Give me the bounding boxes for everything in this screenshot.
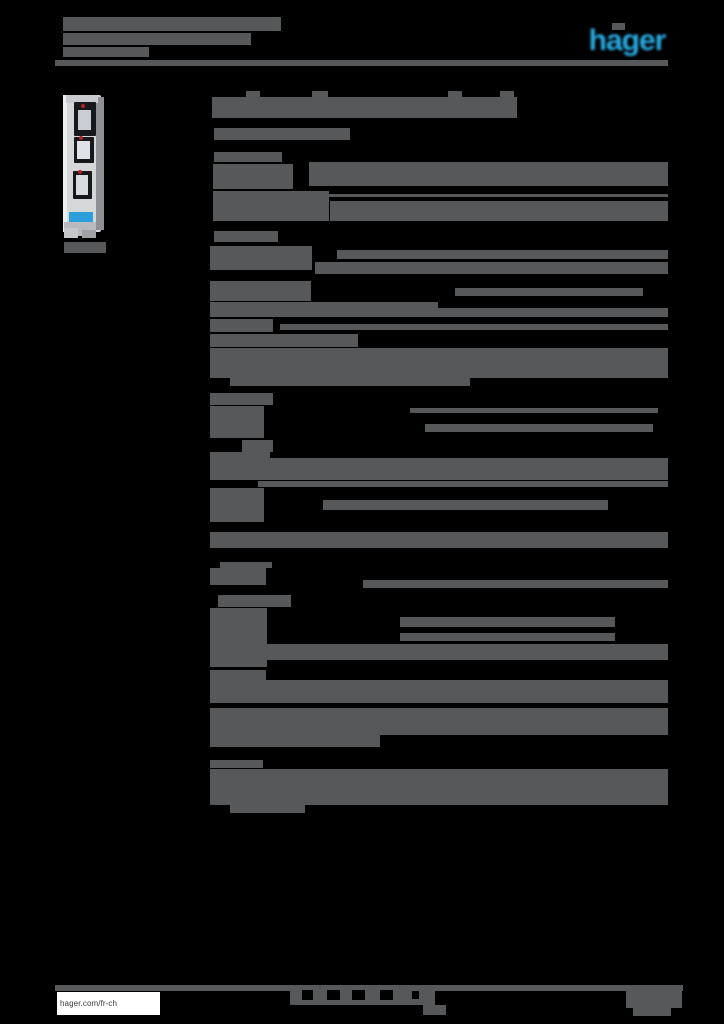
- redacted-text-block: [410, 408, 658, 413]
- redacted-text-block: [423, 1005, 446, 1015]
- footer-url-box[interactable]: hager.com/fr-ch: [57, 992, 160, 1015]
- redacted-text-block: [315, 262, 668, 274]
- redacted-text-block: [309, 162, 668, 186]
- indicator-dot-2: [79, 136, 83, 140]
- redacted-text-block: [280, 324, 668, 330]
- redacted-text-block: [230, 378, 470, 386]
- redacted-text-block: [63, 17, 281, 31]
- redacted-text-block: [455, 288, 643, 296]
- fuse-window-1: [78, 110, 91, 130]
- redacted-text-block: [337, 250, 668, 259]
- certification-mark-cutout: [412, 991, 419, 999]
- redacted-text-block: [210, 246, 312, 270]
- certification-mark-cutout: [327, 990, 340, 1000]
- redacted-text-block: [210, 680, 668, 703]
- redacted-text-block: [210, 348, 668, 378]
- redacted-text-block: [612, 23, 625, 30]
- redacted-text-block: [210, 281, 311, 301]
- product-photo: [60, 94, 110, 240]
- product-side-shadow: [96, 97, 104, 230]
- redacted-text-block: [329, 194, 668, 197]
- redacted-text-block: [500, 91, 514, 99]
- redacted-text-block: [210, 769, 668, 805]
- redacted-text-block: [214, 128, 350, 140]
- redacted-text-block: [210, 532, 668, 548]
- fuse-window-3: [76, 175, 88, 195]
- redacted-text-block: [246, 91, 260, 99]
- indicator-dot-1: [81, 104, 85, 108]
- redacted-text-block: [330, 201, 668, 221]
- product-terminal-right: [82, 230, 96, 238]
- redacted-text-block: [212, 97, 517, 118]
- redacted-text-block: [312, 91, 328, 99]
- product-blue-label: [69, 212, 93, 222]
- redacted-text-block: [210, 319, 273, 332]
- redacted-text-block: [210, 708, 668, 735]
- redacted-text-block: [64, 242, 106, 253]
- redacted-text-block: [210, 488, 264, 522]
- redacted-text-block: [242, 440, 273, 452]
- redacted-text-block: [210, 760, 263, 768]
- redacted-text-block: [448, 91, 462, 99]
- redacted-text-block: [425, 424, 653, 432]
- redacted-text-block: [214, 152, 282, 162]
- redacted-text-block: [400, 633, 615, 641]
- redacted-text-block: [250, 644, 668, 660]
- redacted-text-block: [214, 231, 278, 242]
- redacted-text-block: [63, 47, 149, 57]
- redacted-text-block: [230, 805, 305, 813]
- redacted-text-block: [210, 334, 358, 347]
- redacted-text-block: [329, 308, 668, 317]
- redacted-text-block: [220, 562, 272, 568]
- fuse-window-2: [77, 141, 90, 159]
- certification-mark-cutout: [302, 990, 313, 1000]
- redacted-text-block: [210, 735, 380, 747]
- redacted-text-block: [210, 452, 270, 458]
- redacted-text-block: [63, 33, 251, 45]
- product-highlight: [63, 95, 67, 232]
- redacted-text-block: [400, 617, 615, 627]
- redacted-text-block: [323, 500, 608, 510]
- footer-url[interactable]: hager.com/fr-ch: [60, 999, 118, 1008]
- certification-mark-cutout: [380, 990, 393, 1000]
- hager-logo: hager: [588, 24, 667, 57]
- product-top-cap: [66, 95, 98, 103]
- redacted-text-block: [626, 991, 682, 1008]
- redacted-text-block: [213, 164, 293, 189]
- indicator-dot-3: [78, 170, 82, 174]
- redacted-text-block: [258, 481, 668, 487]
- certification-mark-cutout: [352, 990, 365, 1000]
- redacted-text-block: [218, 595, 291, 607]
- redacted-text-block: [633, 1008, 671, 1016]
- redacted-text-block: [210, 393, 273, 405]
- redacted-text-block: [213, 191, 329, 221]
- redacted-text-block: [210, 458, 668, 480]
- redacted-text-block: [210, 568, 266, 585]
- redacted-text-block: [55, 60, 668, 66]
- redacted-text-block: [210, 406, 264, 438]
- product-terminal-left: [64, 228, 78, 238]
- redacted-text-block: [363, 580, 668, 588]
